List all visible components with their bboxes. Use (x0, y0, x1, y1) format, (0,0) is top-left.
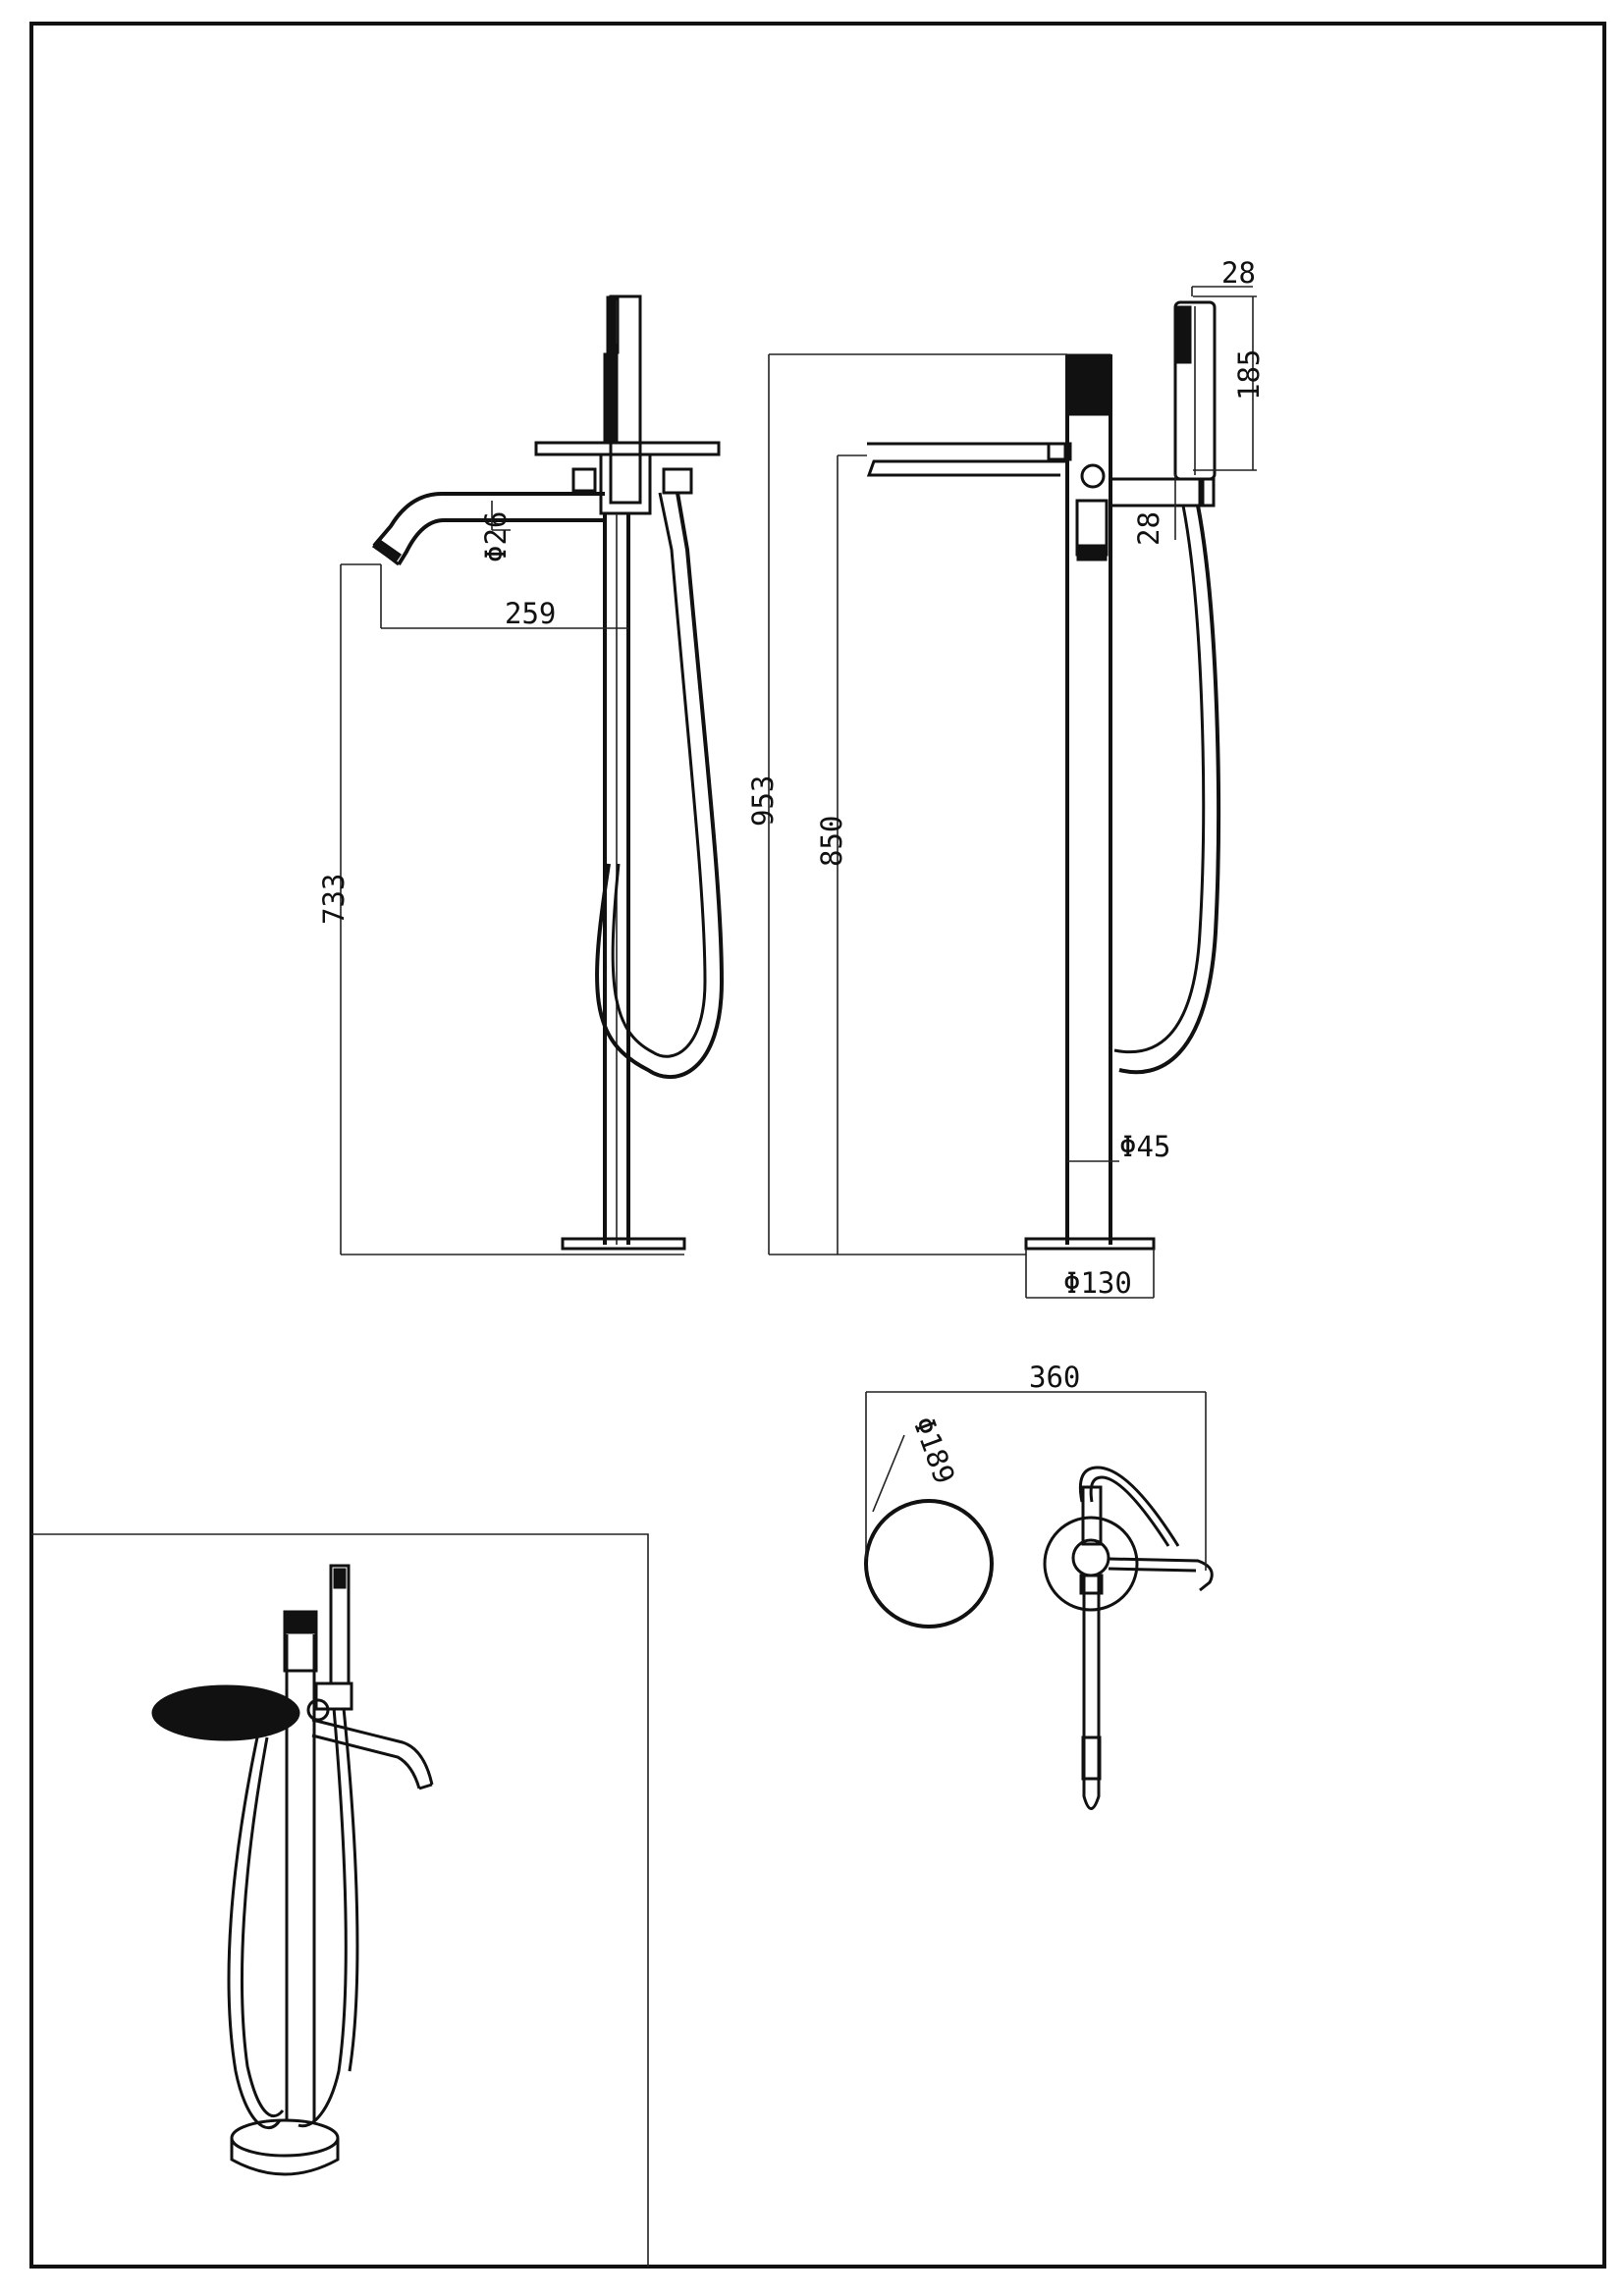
inset-frame (31, 1533, 649, 2267)
side-handset (1173, 300, 1217, 481)
top-base-ring (1043, 1516, 1139, 1612)
isometric-view (151, 1564, 434, 2176)
top-shelf-disc (864, 1499, 994, 1629)
side-handle-cap (1066, 353, 1111, 416)
dim-overall-width: 360 (1029, 1361, 1080, 1394)
side-holder-arm (1110, 477, 1205, 507)
dim-shelf-height: 850 (815, 816, 848, 867)
front-spout (372, 492, 605, 548)
front-view (371, 294, 725, 1251)
top-spout (1082, 1575, 1101, 1810)
dim-holder-height: 28 (1132, 511, 1165, 546)
side-shelf-clip (1047, 442, 1072, 461)
iso-base-top (230, 2118, 340, 2158)
front-diverter (571, 467, 597, 493)
iso-shelf (151, 1684, 300, 1741)
front-base (561, 1237, 686, 1251)
top-view (864, 1466, 1214, 1810)
top-hose-loop (1078, 1466, 1180, 1547)
side-shelf (866, 442, 1067, 477)
top-dimensions: 360 Φ189 (865, 1361, 1207, 1571)
top-spout-aerator (1081, 1735, 1102, 1781)
iso-handle (283, 1610, 318, 1673)
side-base (1024, 1237, 1156, 1251)
iso-hose (227, 1736, 282, 2130)
side-handset-nozzles (1176, 305, 1192, 364)
side-dimensions: 28 185 28 953 850 Φ45 Φ130 (746, 256, 1266, 1300)
iso-holder (314, 1682, 353, 1711)
sheet-border (29, 22, 1606, 2269)
dim-total-height: 953 (746, 775, 780, 827)
dim-spout-height: 733 (317, 874, 351, 925)
dim-handset-length: 185 (1232, 349, 1266, 400)
side-view (866, 300, 1220, 1251)
front-aerator (371, 538, 403, 563)
front-valve-body (599, 453, 652, 515)
dim-handset-width: 28 (1221, 256, 1256, 290)
dim-spout-dia: Φ26 (479, 511, 513, 562)
iso-spout (311, 1718, 434, 1786)
top-hose-arm (1108, 1557, 1214, 1592)
dim-base-dia: Φ130 (1063, 1266, 1132, 1300)
side-aerator (1076, 544, 1108, 561)
front-shelf (534, 441, 721, 456)
front-hose-nut (662, 467, 693, 495)
front-hose-loop (595, 492, 725, 1080)
dim-column-dia: Φ45 (1119, 1130, 1170, 1163)
front-dimensions: Φ26 259 733 (317, 501, 684, 1255)
side-diverter (1080, 463, 1106, 489)
front-handle-knob (603, 352, 619, 443)
dim-spout-reach: 259 (505, 597, 556, 630)
dim-shelf-dia: Φ189 (906, 1413, 961, 1488)
side-hose (1118, 505, 1220, 1075)
